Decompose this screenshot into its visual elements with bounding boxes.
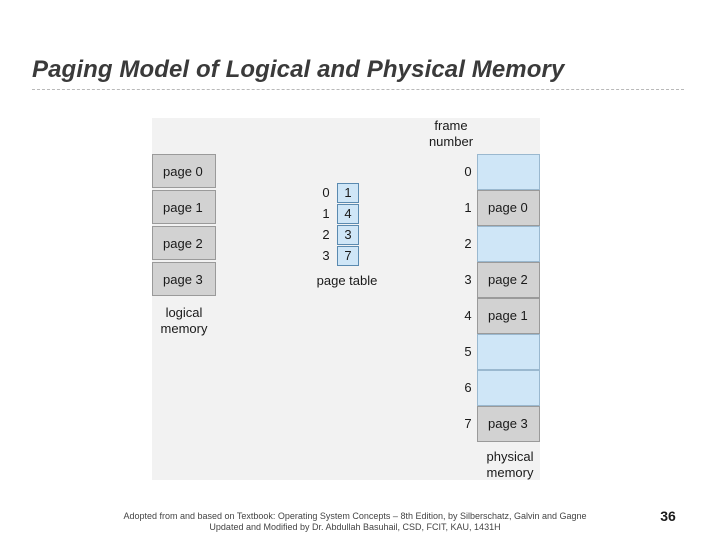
physical-frame-6 xyxy=(477,370,540,406)
frame-number-2: 2 xyxy=(464,236,472,251)
page-table-entry-3: 7 xyxy=(337,246,359,266)
frame-number-1: 1 xyxy=(464,200,472,215)
logical-page-3: page 3 xyxy=(152,262,216,296)
logical-page-1: page 1 xyxy=(152,190,216,224)
frame-number-0: 0 xyxy=(464,164,472,179)
diagram-area xyxy=(152,118,540,480)
physical-frame-5 xyxy=(477,334,540,370)
frame-number-3: 3 xyxy=(464,272,472,287)
physical-frame-7: page 3 xyxy=(477,406,540,442)
physical-frame-1: page 0 xyxy=(477,190,540,226)
page-table-index-1: 1 xyxy=(322,206,330,221)
slide-title: Paging Model of Logical and Physical Mem… xyxy=(32,56,565,83)
frame-number-header: frame number xyxy=(428,118,474,149)
title-divider xyxy=(32,89,684,90)
physical-frame-0 xyxy=(477,154,540,190)
logical-page-0: page 0 xyxy=(152,154,216,188)
page-table-caption: page table xyxy=(316,273,378,288)
frame-number-6: 6 xyxy=(464,380,472,395)
page-table-entry-2: 3 xyxy=(337,225,359,245)
footer-line-2: Updated and Modified by Dr. Abdullah Bas… xyxy=(209,522,501,532)
page-table-entry-0: 1 xyxy=(337,183,359,203)
physical-frame-2 xyxy=(477,226,540,262)
footer-citation: Adopted from and based on Textbook: Oper… xyxy=(100,511,610,533)
page-table-index-3: 3 xyxy=(322,248,330,263)
footer-line-1: Adopted from and based on Textbook: Oper… xyxy=(123,511,587,521)
physical-frame-3: page 2 xyxy=(477,262,540,298)
frame-number-4: 4 xyxy=(464,308,472,323)
page-table-entry-1: 4 xyxy=(337,204,359,224)
logical-page-2: page 2 xyxy=(152,226,216,260)
logical-memory-caption: logical memory xyxy=(160,305,208,336)
physical-frame-4: page 1 xyxy=(477,298,540,334)
slide-page-number: 36 xyxy=(660,508,676,524)
page-table-index-2: 2 xyxy=(322,227,330,242)
frame-number-7: 7 xyxy=(464,416,472,431)
frame-number-5: 5 xyxy=(464,344,472,359)
physical-memory-caption: physical memory xyxy=(486,449,534,480)
page-table-index-0: 0 xyxy=(322,185,330,200)
